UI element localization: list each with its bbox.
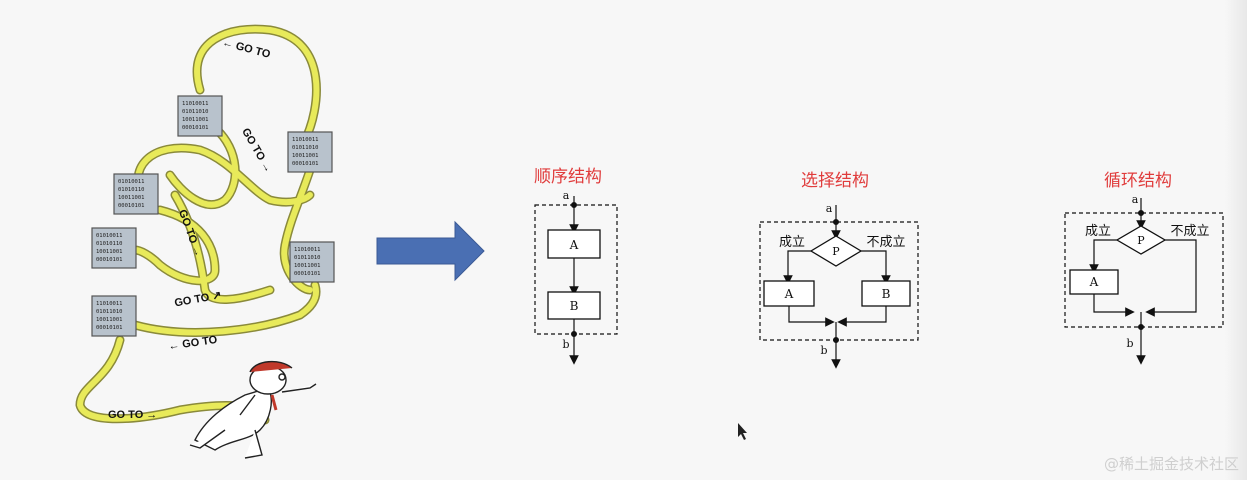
loop-title: 循环结构 xyxy=(1104,171,1172,191)
binary-line: 10011001 xyxy=(182,117,209,123)
exit-label: b xyxy=(562,338,569,351)
binary-box: 11010011 01011010 10011001 00010101 xyxy=(287,131,333,173)
binary-box: 11010011 01011010 10011001 00010101 xyxy=(91,295,137,337)
process-box-b xyxy=(861,280,911,307)
entry-label: a xyxy=(563,189,570,202)
binary-line: 01010110 xyxy=(96,241,123,247)
binary-line: 10011001 xyxy=(294,263,321,269)
binary-line: 01010011 xyxy=(96,233,123,239)
binary-line: 11010011 xyxy=(294,247,321,253)
mouse-cursor-icon xyxy=(738,423,747,440)
binary-line: 01011010 xyxy=(182,109,209,115)
binary-line: 10011001 xyxy=(118,195,145,201)
entry-label: a xyxy=(1132,193,1139,206)
condition-label: P xyxy=(832,245,840,258)
process-box-b xyxy=(547,291,601,320)
loop-structure: 循环结构 a P 成立 不成立 A b xyxy=(1064,171,1224,365)
true-branch-label: 成立 xyxy=(1085,224,1111,239)
binary-line: 11010011 xyxy=(182,101,209,107)
process-box-label: A xyxy=(569,238,579,252)
false-branch-label: 不成立 xyxy=(1170,224,1209,239)
exit-label: b xyxy=(1126,337,1133,350)
process-box-label: A xyxy=(1089,275,1099,289)
goto-spaghetti-figure: 11010011 01011010 10011001 00010101 1101… xyxy=(75,24,335,459)
binary-line: 01011010 xyxy=(292,145,319,151)
process-box-label: A xyxy=(784,287,794,301)
goto-tubes xyxy=(75,24,321,425)
binary-line: 11010011 xyxy=(96,301,123,307)
binary-line: 00010101 xyxy=(292,161,319,167)
binary-box: 11010011 01011010 10011001 00010101 xyxy=(177,95,223,137)
binary-line: 10011001 xyxy=(292,153,319,159)
binary-line: 10011001 xyxy=(96,249,123,255)
goto-label: GO TO ↗ xyxy=(174,289,223,309)
binary-box: 11010011 01011010 10011001 00010101 xyxy=(289,241,335,283)
binary-line: 01010011 xyxy=(118,179,145,185)
binary-line: 11010011 xyxy=(292,137,319,143)
process-box-label: B xyxy=(570,299,579,313)
watermark: @稀土掘金技术社区 xyxy=(1103,455,1239,473)
window-edge xyxy=(1225,0,1247,480)
binary-line: 01011010 xyxy=(294,255,321,261)
selection-title: 选择结构 xyxy=(801,171,869,191)
sequence-title: 顺序结构 xyxy=(534,167,602,187)
false-branch-label: 不成立 xyxy=(866,235,905,250)
condition-diamond xyxy=(809,235,863,267)
true-branch-label: 成立 xyxy=(779,235,805,250)
sequence-structure: 顺序结构 a A B b xyxy=(534,167,618,365)
binary-box: 01010011 01010110 10011001 00010101 xyxy=(91,227,137,269)
binary-line: 00010101 xyxy=(96,325,123,331)
selection-structure: 选择结构 a P 成立 不成立 A B b xyxy=(759,171,919,369)
binary-line: 00010101 xyxy=(182,125,209,131)
binary-line: 10011001 xyxy=(96,317,123,323)
goto-label: GO TO → xyxy=(239,126,274,175)
entry-label: a xyxy=(826,202,833,215)
goto-label: ← GO TO xyxy=(168,334,219,353)
binary-box: 01010011 01010110 10011001 00010101 xyxy=(113,173,159,215)
process-box-a xyxy=(763,280,815,307)
binary-line: 00010101 xyxy=(294,271,321,277)
loop-body-box xyxy=(1069,269,1119,295)
goto-label: ← GO TO xyxy=(221,37,272,61)
process-box-label: B xyxy=(882,287,891,301)
binary-line: 01011010 xyxy=(96,309,123,315)
binary-line: 00010101 xyxy=(96,257,123,263)
binary-line: 01010110 xyxy=(118,187,145,193)
condition-diamond xyxy=(1115,225,1167,255)
exit-label: b xyxy=(820,344,827,357)
running-man-illustration xyxy=(189,361,317,459)
binary-line: 00010101 xyxy=(118,203,145,209)
goto-label: GO TO → xyxy=(108,409,157,421)
transform-arrow-icon xyxy=(376,220,485,282)
condition-label: P xyxy=(1137,234,1145,247)
